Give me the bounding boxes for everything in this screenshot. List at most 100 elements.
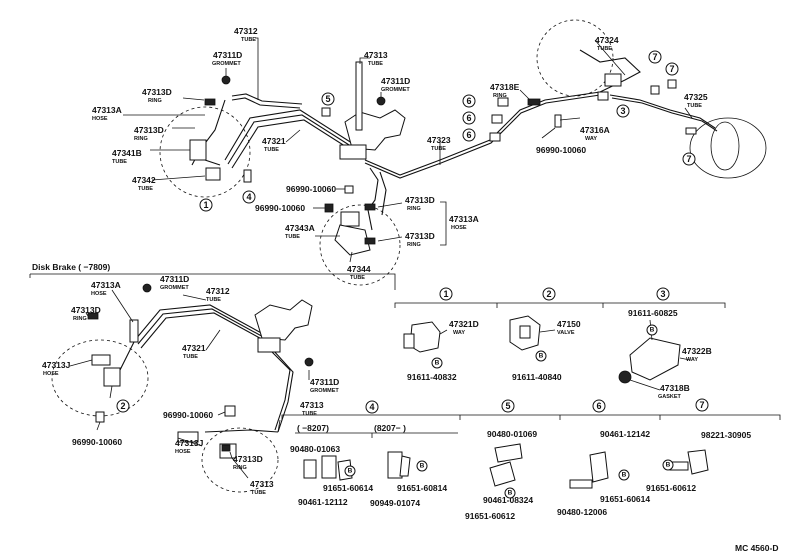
label-47313a: 47313A — [91, 280, 121, 290]
leader — [377, 236, 403, 242]
svg-text:3: 3 — [620, 106, 625, 116]
svg-text:B: B — [435, 360, 440, 367]
label-47341b: 47341B — [112, 148, 142, 158]
grommet-47311d — [376, 96, 386, 106]
leader — [85, 312, 89, 317]
label-90480-01063: 90480-01063 — [290, 444, 340, 454]
leader — [277, 419, 281, 433]
svg-text:4: 4 — [369, 402, 374, 412]
label-91611-60825: 91611-60825 — [628, 308, 678, 318]
svg-text:B: B — [348, 468, 353, 475]
detail-dividers — [496, 303, 604, 308]
leader — [679, 357, 691, 361]
label-tube: TUBE — [264, 147, 279, 153]
label-47312: 47312 — [234, 26, 258, 36]
leader — [96, 421, 101, 431]
label-47318e: 47318E — [490, 82, 520, 92]
rear-bracket — [334, 224, 371, 256]
label-47313a: 47313A — [449, 214, 479, 224]
way-47322b — [629, 337, 681, 381]
clamp-90461-08324 — [489, 461, 516, 487]
clamp-98221-30905 — [687, 449, 709, 475]
ring-47313d — [204, 98, 216, 106]
label-47313: 47313 — [364, 50, 388, 60]
clamp-4 — [243, 169, 252, 183]
leader — [349, 251, 353, 263]
label-47323: 47323 — [427, 135, 451, 145]
svg-text:7: 7 — [699, 400, 704, 410]
label-47321d: 47321D — [449, 319, 479, 329]
leader — [111, 289, 134, 323]
label-47313d: 47313D — [134, 125, 164, 135]
detail-header-6: 6 — [592, 399, 606, 413]
label-ring: RING — [148, 98, 162, 104]
label-ring: RING — [493, 93, 507, 99]
bolt — [554, 114, 562, 128]
bolt-marker: B — [662, 459, 674, 471]
caliper-front — [103, 367, 121, 387]
label-tube: TUBE — [687, 103, 702, 109]
label-90461-12142: 90461-12142 — [600, 429, 650, 439]
fitting — [339, 144, 367, 160]
clamp-6 — [489, 132, 501, 142]
rear-disk-outline — [201, 427, 279, 493]
callouts: 1 2 3 4 5 6 6 6 7 7 7 1 2 3 4 5 6 7 — [116, 50, 709, 414]
detail-header-4: 4 — [365, 400, 379, 414]
label-90461-12112: 90461-12112 — [298, 497, 348, 507]
leader — [541, 127, 556, 139]
gasket-47318b — [618, 370, 632, 384]
fitting — [205, 167, 221, 181]
svg-text:7: 7 — [686, 154, 691, 164]
label-90461-08324: 90461-08324 — [483, 495, 533, 505]
label-91651-60612: 91651-60612 — [465, 511, 515, 521]
tube-run — [134, 304, 266, 341]
svg-text:B: B — [420, 463, 425, 470]
caliper-left — [189, 139, 207, 161]
label-91651-60614: 91651-60614 — [323, 483, 373, 493]
right-wheel-outline — [689, 117, 767, 179]
svg-text:7: 7 — [652, 52, 657, 62]
disk-brake-bracket — [30, 273, 396, 290]
valve-port — [519, 325, 531, 339]
leader — [217, 411, 226, 416]
svg-text:B: B — [622, 472, 627, 479]
clamp-7 — [685, 127, 697, 135]
tube-run — [140, 312, 270, 349]
detail-sections — [281, 302, 781, 489]
leader — [255, 37, 259, 100]
callout-6: 6 — [462, 111, 476, 125]
bolt-marker: B — [646, 324, 658, 336]
label-gasket: GASKET — [658, 394, 682, 400]
callout-6: 6 — [462, 128, 476, 142]
label-91651-60814: 91651-60814 — [397, 483, 447, 493]
callout-4: 4 — [242, 190, 256, 204]
tube-run — [364, 94, 601, 179]
hose-47313j-rear — [177, 431, 199, 443]
label-hose: HOSE — [175, 449, 191, 455]
label-tube: TUBE — [597, 46, 612, 52]
label-47150: 47150 — [557, 319, 581, 329]
leader — [69, 359, 93, 367]
svg-text:B: B — [666, 462, 671, 469]
label-way: WAY — [453, 330, 465, 336]
tube-47313-upper — [355, 61, 363, 131]
label-47311d: 47311D — [213, 50, 242, 60]
detail-header-5: 5 — [501, 399, 515, 413]
detail-header-1: 1 — [439, 287, 453, 301]
label-47321: 47321 — [182, 343, 206, 353]
label-ring: RING — [134, 136, 148, 142]
label-hose: HOSE — [92, 116, 108, 122]
hose-47313j — [91, 354, 111, 366]
callout-3: 3 — [616, 104, 630, 118]
clamp-7 — [667, 79, 677, 89]
label-47322b: 47322B — [682, 346, 712, 356]
label-grommet: GROMMET — [212, 61, 241, 67]
rear-fitting — [340, 211, 360, 227]
label-47313: 47313 — [300, 400, 324, 410]
label-range-post-8207: (8207− ) — [374, 423, 406, 433]
label-grommet: GROMMET — [160, 285, 189, 291]
label-47313d: 47313D — [405, 195, 435, 205]
label-47313j: 47313J — [175, 438, 204, 448]
detail-header-7: 7 — [695, 398, 709, 412]
